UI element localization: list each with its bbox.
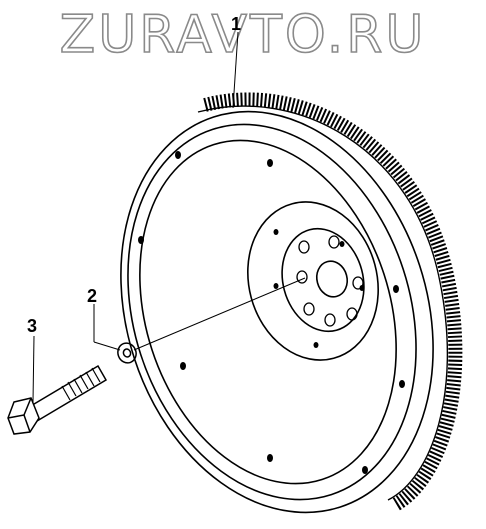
leader-lines [32,31,306,403]
flywheel [120,92,463,514]
flywheel-outer-rim [120,110,434,514]
callout-label-1: 1 [231,14,241,34]
ring-gear-teeth [197,92,463,512]
hub-boss [281,227,365,333]
callout-label-2: 2 [87,286,97,306]
hub-flange [247,201,379,361]
hub-bolt-holes [296,235,364,327]
flywheel-rim-inner-edge [127,123,417,501]
flywheel-bolt [7,364,108,435]
rim-bolt-holes [138,151,405,474]
watermark-text: ZURAVTO.RU [60,5,427,65]
hub-center-bore [315,260,349,298]
flywheel-face [139,139,397,485]
callout-label-3: 3 [27,316,37,336]
hub-small-holes [273,229,365,348]
